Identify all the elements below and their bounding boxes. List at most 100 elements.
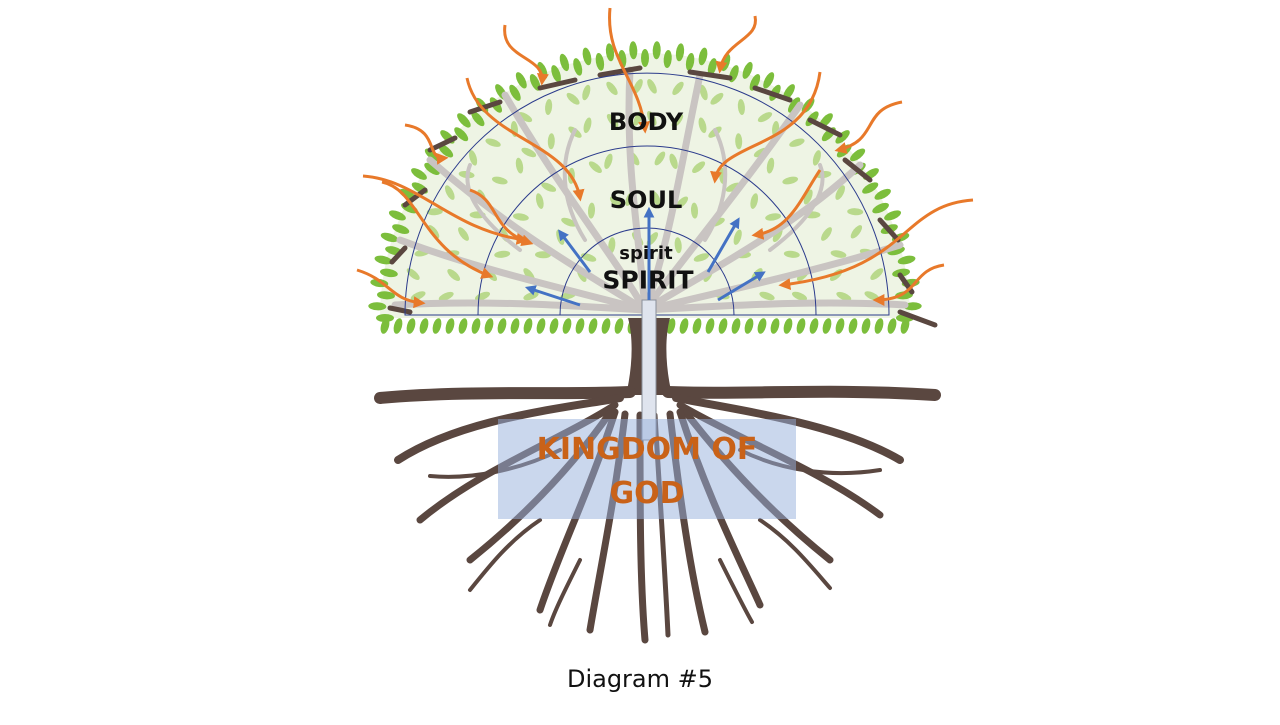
leaf	[549, 318, 559, 334]
leaf	[737, 99, 745, 115]
leaf	[744, 318, 754, 334]
leaf	[685, 53, 695, 71]
leaf	[458, 227, 469, 241]
leaf	[735, 133, 743, 150]
leaf	[609, 196, 623, 209]
leaf	[647, 110, 657, 126]
leaf	[835, 185, 846, 200]
leaf	[445, 318, 455, 334]
leaf	[900, 318, 910, 334]
leaf	[491, 176, 508, 185]
leaf	[870, 268, 884, 280]
leaf	[469, 150, 478, 166]
leaf	[787, 97, 801, 113]
leaf	[812, 150, 821, 166]
soul-label: SOUL	[609, 186, 683, 214]
leaf	[750, 193, 759, 209]
leaf	[471, 111, 485, 127]
leaf	[766, 157, 775, 174]
leaf	[393, 318, 403, 334]
leaf	[427, 225, 440, 239]
leaf	[438, 291, 454, 301]
leaf	[541, 182, 557, 192]
leaf	[606, 81, 618, 96]
leaf	[710, 92, 724, 105]
leaf	[392, 224, 410, 234]
leaf	[698, 117, 707, 134]
leaf	[693, 253, 710, 262]
leaf	[782, 176, 799, 185]
leaf	[454, 127, 469, 142]
body-label: BODY	[608, 108, 684, 136]
leaf	[580, 253, 597, 262]
leaf	[535, 193, 544, 209]
up-right-arrow	[706, 217, 740, 273]
leaf	[633, 79, 643, 94]
leaf	[485, 138, 501, 147]
leaf	[545, 99, 553, 115]
leaf	[861, 318, 871, 334]
leaf	[605, 43, 615, 62]
leaf	[850, 225, 863, 239]
leaf	[705, 318, 715, 334]
leaf	[699, 84, 708, 101]
leaf	[523, 318, 533, 334]
leaf	[444, 185, 455, 200]
leaf	[575, 318, 585, 334]
leaf	[830, 250, 847, 258]
leaf	[406, 318, 416, 334]
leaf	[742, 61, 753, 79]
leaf	[601, 318, 611, 334]
leaf	[675, 43, 685, 62]
leaf	[595, 53, 605, 71]
leaf	[848, 318, 858, 334]
branches	[391, 66, 909, 314]
leaf	[547, 133, 555, 150]
leaf	[588, 161, 602, 174]
leaf	[509, 84, 521, 101]
leaf	[399, 188, 416, 200]
leaf	[690, 202, 699, 219]
leaf	[535, 251, 551, 259]
leaf	[765, 213, 782, 221]
leaf	[874, 188, 891, 200]
leaf	[809, 318, 819, 334]
leaf	[380, 268, 398, 278]
leaf	[679, 318, 689, 334]
leaf	[406, 268, 420, 280]
spirit-lower-label: spirit	[619, 243, 673, 264]
leaf	[484, 318, 494, 334]
leaf	[512, 213, 529, 221]
leaf	[368, 302, 387, 311]
leaf	[583, 117, 592, 134]
canopy	[380, 53, 910, 318]
left-arrow	[524, 285, 581, 307]
diagram-caption: Diagram #5	[566, 665, 714, 693]
leaf	[582, 47, 592, 66]
leaf	[536, 318, 546, 334]
leaf	[836, 291, 852, 301]
leaf	[783, 250, 800, 258]
leaf	[835, 130, 850, 144]
leaf	[604, 153, 613, 169]
leaf	[850, 148, 866, 162]
leaf	[608, 237, 616, 254]
leaf	[783, 318, 793, 334]
leaf	[588, 318, 598, 334]
leaf	[698, 47, 708, 66]
leaf	[494, 250, 511, 258]
leaf	[675, 196, 689, 209]
leaf	[692, 318, 702, 334]
leaf	[614, 318, 624, 334]
leaf	[783, 84, 795, 100]
leaf	[895, 291, 913, 300]
leaf	[551, 65, 561, 83]
leaf	[669, 153, 678, 169]
leaf	[757, 112, 773, 123]
leaf	[897, 255, 916, 265]
leaf	[497, 318, 507, 334]
leaf	[718, 318, 728, 334]
leaf	[380, 318, 390, 334]
leaf	[458, 318, 468, 334]
